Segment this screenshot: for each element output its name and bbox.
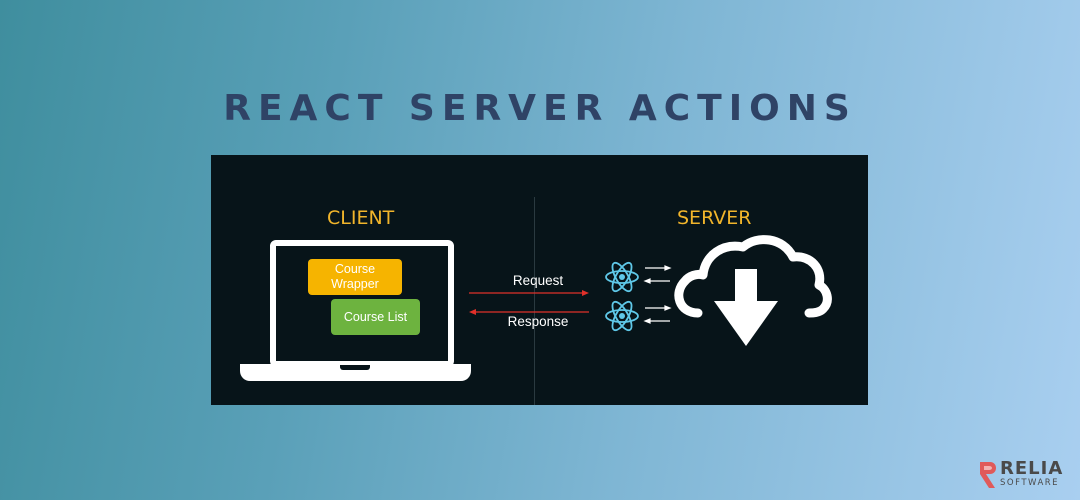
client-label: CLIENT: [327, 207, 395, 229]
course-list-box: Course List: [331, 299, 420, 335]
page-title: REACT SERVER ACTIONS: [223, 88, 857, 129]
cloud-download-icon: [674, 235, 832, 346]
server-label: SERVER: [677, 207, 752, 229]
react-icon: [605, 300, 639, 332]
course-wrapper-box: Course Wrapper: [308, 259, 402, 295]
response-arrow: [469, 309, 589, 315]
response-label: Response: [507, 314, 569, 329]
laptop-notch: [340, 365, 370, 370]
diagram-panel: CLIENT SERVER Course Wrapper Course List…: [211, 155, 868, 405]
brand-sub: SOFTWARE: [1000, 478, 1060, 488]
relia-logo-icon: [980, 462, 996, 488]
sync-arrows: [643, 265, 672, 324]
brand-name: RELIA: [1000, 458, 1064, 479]
laptop-base: [240, 364, 471, 381]
request-label: Request: [512, 273, 564, 288]
arrows-layer: [469, 235, 832, 346]
react-icon: [605, 261, 639, 293]
request-arrow: [469, 290, 589, 296]
divider: [534, 197, 535, 405]
